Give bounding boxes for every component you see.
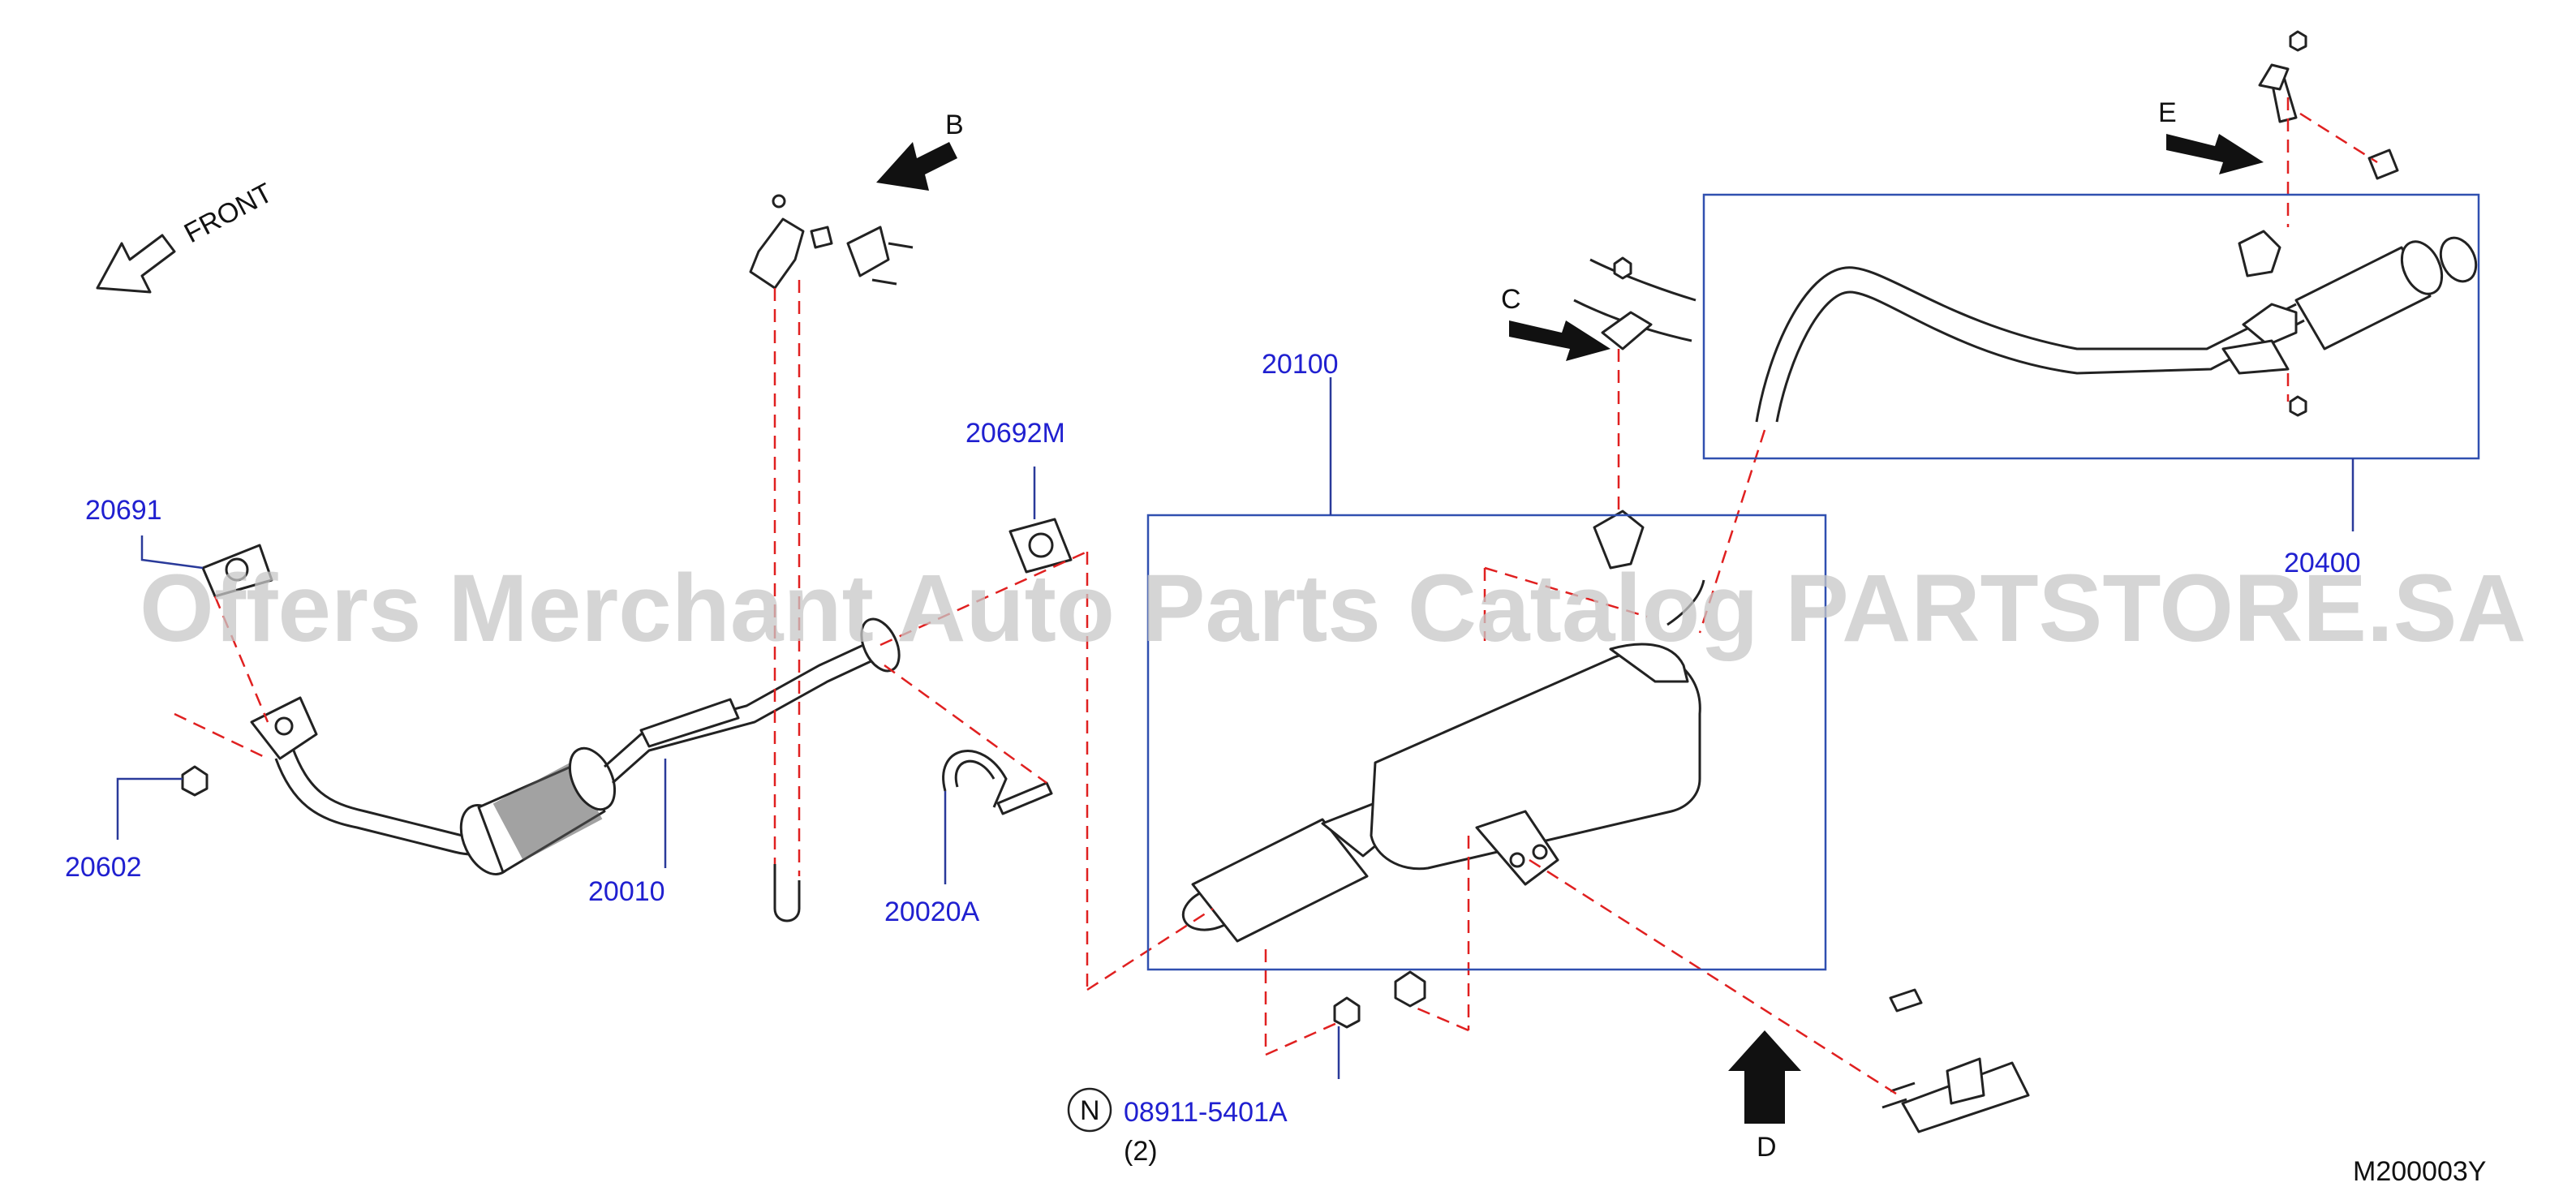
view-label-b: B — [945, 110, 964, 140]
label-08911-5401A-group[interactable]: N 08911-5401A (2) — [1067, 1087, 1288, 1167]
n-symbol-icon — [1067, 1087, 1112, 1133]
rear-muffler[interactable] — [1755, 30, 2483, 423]
label-20691[interactable]: 20691 — [85, 495, 162, 526]
front-label: FRONT — [179, 178, 277, 250]
gasket-20692M[interactable] — [1008, 518, 1073, 574]
frame-20100 — [1146, 514, 1827, 971]
watermark: Offers Merchant Auto Parts Catalog PARTS… — [140, 555, 2527, 662]
front-exhaust-pipe[interactable] — [250, 613, 906, 883]
view-label-e: E — [2158, 97, 2177, 128]
inlet-flange — [250, 696, 318, 760]
gasket-20691[interactable] — [201, 544, 273, 598]
label-20692M[interactable]: 20692M — [965, 418, 1065, 449]
diagram-code: M200003Y — [2353, 1156, 2486, 1187]
view-arrow-c: C — [1501, 284, 1611, 361]
arrow-b-icon — [876, 142, 957, 191]
view-arrow-e: E — [2158, 97, 2264, 174]
label-20010[interactable]: 20010 — [588, 876, 665, 907]
rubber-hanger — [773, 864, 801, 922]
label-20400[interactable]: 20400 — [2284, 548, 2361, 578]
view-arrow-b: B — [876, 110, 964, 191]
n-symbol: N — [1080, 1095, 1100, 1126]
arrow-d-icon — [1728, 1030, 1801, 1124]
arrow-e-icon — [2166, 134, 2264, 174]
hanger-assembly-b[interactable] — [749, 194, 914, 922]
label-20020A[interactable]: 20020A — [884, 897, 980, 927]
catalytic-converter — [459, 746, 617, 875]
label-20602[interactable]: 20602 — [65, 852, 142, 883]
alignment-lines — [174, 97, 2378, 1097]
front-arrow-icon — [96, 234, 176, 294]
label-08911-quantity: (2) — [1124, 1136, 1158, 1167]
frame-20400 — [1702, 193, 2480, 460]
label-08911-5401A[interactable]: 08911-5401A — [1124, 1097, 1288, 1128]
view-arrow-d: D — [1728, 1030, 1801, 1163]
front-direction-indicator: FRONT — [96, 178, 277, 294]
nut-08911-5401A[interactable] — [1333, 970, 1426, 1029]
leader-lines — [116, 377, 2355, 1079]
view-label-c: C — [1501, 284, 1521, 315]
view-label-d: D — [1757, 1132, 1777, 1163]
clamp-20020A[interactable] — [942, 750, 1053, 815]
arrow-c-icon — [1509, 320, 1611, 361]
nut-20602[interactable] — [181, 765, 209, 797]
label-20100[interactable]: 20100 — [1262, 349, 1339, 380]
rubber-mount-c[interactable] — [1573, 256, 1697, 570]
mount-bracket-d[interactable] — [1881, 988, 2030, 1133]
